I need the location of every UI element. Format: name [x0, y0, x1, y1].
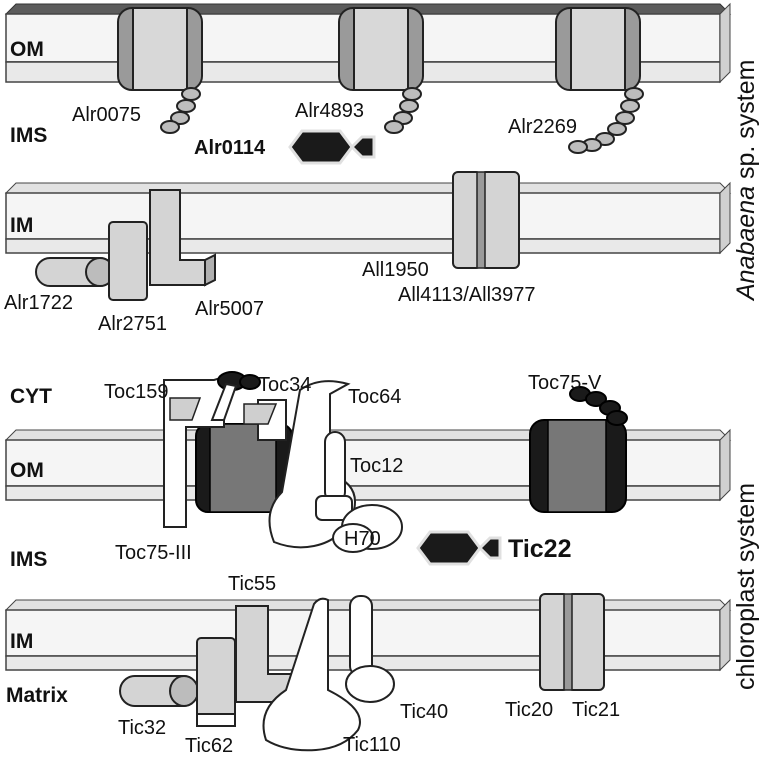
label-im-top: IM [10, 214, 33, 237]
label-alr5007: Alr5007 [195, 298, 264, 320]
label-tic110: Tic110 [343, 734, 401, 756]
label-tic55: Tic55 [228, 573, 276, 595]
toc12-shape [315, 431, 353, 521]
label-all4113-all3977: All4113/All3977 [398, 284, 536, 306]
label-om-bottom: OM [10, 459, 44, 482]
h70-shape [332, 504, 403, 553]
alr0114-shape [288, 129, 376, 165]
toc159-shape [163, 375, 225, 528]
toc75-v-barrel [529, 386, 628, 513]
alr5007-shape [149, 189, 216, 287]
label-matrix: Matrix [6, 684, 68, 707]
label-tic32: Tic32 [118, 717, 166, 739]
all1950-all4113-channel [452, 171, 520, 269]
side-title-chloroplast: chloroplast system [732, 483, 760, 690]
toc34-shape [210, 371, 287, 441]
label-im-bottom: IM [10, 630, 33, 653]
tic20-tic21-channel [539, 593, 605, 691]
label-tic20: Tic20 [505, 699, 553, 721]
alr0075-barrel [117, 7, 203, 134]
alr4893-barrel [338, 7, 424, 134]
tic62-shape [196, 637, 236, 727]
alr1722-shape [35, 257, 115, 287]
label-toc159: Toc159 [104, 381, 169, 403]
label-tic62: Tic62 [185, 735, 233, 757]
label-all1950: All1950 [362, 259, 429, 281]
label-tic22: Tic22 [508, 535, 571, 563]
label-ims-top: IMS [10, 124, 47, 147]
alr2269-barrel [555, 7, 644, 154]
label-tic40: Tic40 [400, 701, 448, 723]
label-h70: H70 [344, 528, 381, 550]
label-om-top: OM [10, 38, 44, 61]
label-alr4893: Alr4893 [295, 100, 364, 122]
label-alr2269: Alr2269 [508, 116, 577, 138]
label-alr0075: Alr0075 [72, 104, 141, 126]
tic110-shape [262, 597, 361, 752]
label-toc64: Toc64 [348, 386, 401, 408]
alr2751-shape [108, 221, 148, 301]
label-cyt: CYT [10, 385, 52, 408]
label-ims-bottom: IMS [10, 548, 47, 571]
label-alr1722: Alr1722 [4, 292, 73, 314]
side-title-anabaena: Anabaena sp. system [732, 60, 760, 302]
label-toc75-iii: Toc75-III [115, 542, 192, 564]
label-toc34: Toc34 [258, 374, 311, 396]
label-toc12: Toc12 [350, 455, 403, 477]
tic32-shape [119, 675, 199, 707]
label-alr2751: Alr2751 [98, 313, 167, 335]
label-alr0114: Alr0114 [194, 137, 266, 159]
tic40-shape [345, 595, 395, 703]
tic22-shape [416, 530, 502, 566]
label-tic21: Tic21 [572, 699, 620, 721]
label-toc75-v: Toc75-V [528, 372, 602, 394]
